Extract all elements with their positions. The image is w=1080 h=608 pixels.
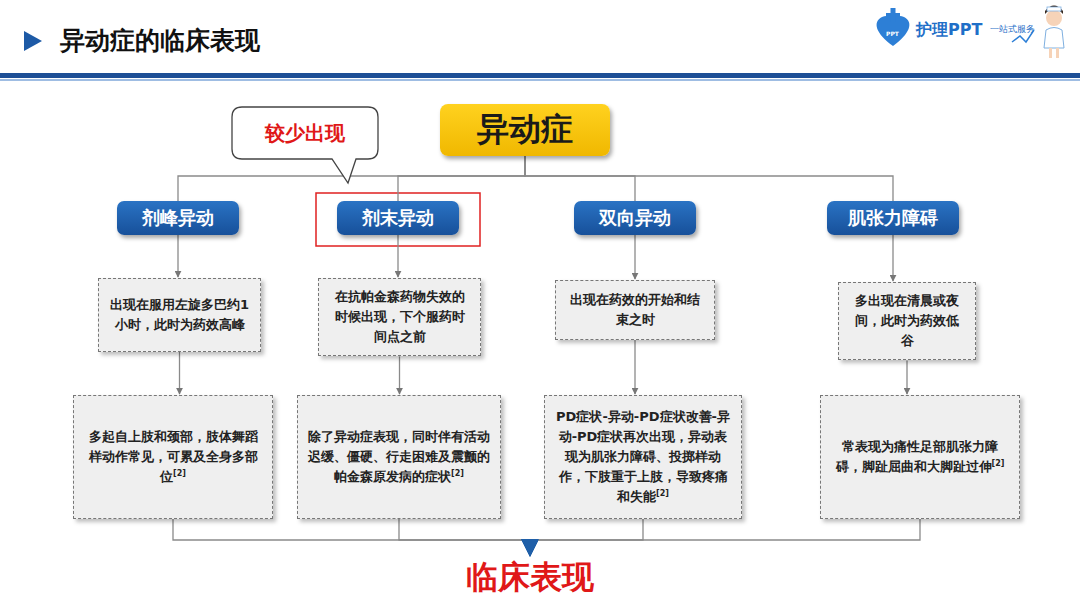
node-text: 临床表现 [466,556,594,600]
header-bar-light [0,79,1080,81]
connector [530,519,643,555]
logo-cross [891,8,896,22]
text-row: 出现在服用左旋多巴约1小时，此时为药效高峰 [109,295,250,335]
connector [906,360,907,394]
connector [399,356,400,394]
timing-box: 出现在服用左旋多巴约1小时，此时为药效高峰 [98,278,261,352]
nurse-icon [1044,6,1064,59]
symptom-box: 多起自上肢和颈部，肢体舞蹈样动作常见，可累及全身多部位[2] [73,395,273,519]
text-row: 常表现为痛性足部肌张力障碍，脚趾屈曲和大脚趾过伸[2] [831,437,1009,477]
category-box: 肌张力障碍 [827,201,959,235]
connector [530,519,920,555]
text-row: 多起自上肢和颈部，肢体舞蹈样动作常见，可累及全身多部位[2] [84,427,262,487]
text-row: PD症状-异动-PD症状改善-异动-PD症状再次出现，异动表现为肌张力障碍、投掷… [555,407,731,508]
symptom-box: PD症状-异动-PD症状改善-异动-PD症状再次出现，异动表现为肌张力障碍、投掷… [544,395,742,519]
category-box: 剂末异动 [337,201,459,235]
text-row: 除了异动症表现，同时伴有活动迟缓、僵硬、行走困难及震颤的帕金森原发病的症状[2] [308,427,490,487]
node-text: 常表现为痛性足部肌张力障碍，脚趾屈曲和大脚趾过伸 [836,439,998,474]
connector [634,340,635,394]
connector [179,352,180,394]
page-title: 异动症的临床表现 [60,24,260,57]
connector [892,235,893,281]
citation: [2] [451,469,464,478]
node-text: 肌张力障碍 [848,206,938,230]
connector [525,156,893,201]
result-text: 临床表现 [455,556,605,600]
node-text: 多出现在清晨或夜间，此时为药效低谷 [855,293,959,348]
connector [397,235,398,277]
citation: [2] [173,469,186,478]
symptom-box: 除了异动症表现，同时伴有活动迟缓、僵硬、行走困难及震颤的帕金森原发病的症状[2] [297,395,501,519]
citation: [2] [656,489,669,498]
node-text: 剂末异动 [362,206,434,230]
citation: [2] [992,459,1005,468]
node-text: 较少出现 [265,120,345,147]
timing-box: 出现在药效的开始和结束之时 [555,280,715,340]
connector [634,235,635,279]
connector [173,519,530,555]
timing-box: 多出现在清晨或夜间，此时为药效低谷 [838,282,976,360]
node-text: 出现在药效的开始和结束之时 [570,292,700,327]
node-text: 异动症 [477,108,573,152]
timing-box: 在抗帕金森药物失效的时候出现，下个服药时间点之前 [318,278,481,356]
text-row: 多出现在清晨或夜间，此时为药效低谷 [849,291,965,351]
node-text: 双向异动 [599,206,671,230]
node-text: 在抗帕金森药物失效的时候出现，下个服药时间点之前 [335,289,465,344]
node-text: PD症状-异动-PD症状改善-异动-PD症状再次出现，异动表现为肌张力障碍、投掷… [556,409,730,505]
logo-mini-text: PPT [886,30,899,37]
category-box: 剂峰异动 [117,201,239,235]
header-bar [0,73,1080,78]
node-text: 出现在服用左旋多巴约1小时，此时为药效高峰 [110,297,249,332]
node-text: 多起自上肢和颈部，肢体舞蹈样动作常见，可累及全身多部位 [89,429,258,484]
text-row: 出现在药效的开始和结束之时 [566,290,704,330]
connector [525,156,635,201]
root-box: 异动症 [440,104,610,156]
logo-slogan: 一站式服务 [990,23,1035,36]
title-marker [24,31,42,51]
symptom-box: 常表现为痛性足部肌张力障碍，脚趾屈曲和大脚趾过伸[2] [820,395,1020,519]
node-text: 剂峰异动 [142,206,214,230]
connector [398,156,525,201]
connector [399,519,530,555]
callout-bubble: 较少出现 [232,107,378,159]
connector [177,235,178,277]
logo-text: 护理PPT [916,20,982,41]
merge-arrow-stem [527,539,533,545]
text-row: 在抗帕金森药物失效的时候出现，下个服药时间点之前 [329,287,470,347]
category-box: 双向异动 [574,201,696,235]
